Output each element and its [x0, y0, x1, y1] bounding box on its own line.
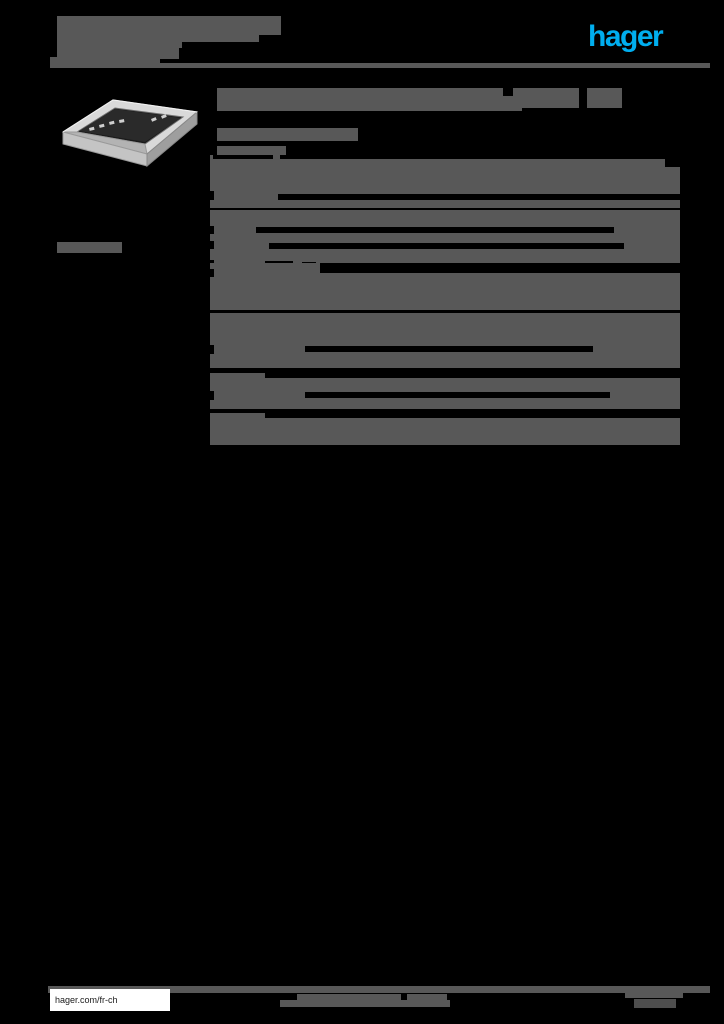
table-cell-gap	[210, 391, 214, 400]
table-row-redaction	[210, 373, 680, 409]
table-cell-gap	[210, 191, 214, 200]
footer-url-box[interactable]: hager.com/fr-ch	[50, 989, 170, 1011]
footer-url-link[interactable]: hager.com/fr-ch	[55, 995, 118, 1005]
table-row: [redacted][redacted]	[210, 413, 680, 445]
page-title-segment-a: [redacted]	[217, 88, 455, 108]
table-row: [redacted][redacted]	[210, 263, 680, 310]
hager-logo[interactable]: hager	[588, 20, 678, 53]
table-cell-gap	[665, 155, 680, 167]
table-cell-gap	[305, 392, 610, 398]
table-row-redaction	[210, 155, 680, 208]
table-row: [redacted][redacted]	[210, 373, 680, 409]
header-subtitle-line2: [redacted]	[57, 44, 179, 59]
table-row-value: [redacted]	[210, 263, 214, 264]
footer-page-number-sub: [redacted]	[634, 999, 676, 1008]
header-rule-accent	[50, 57, 160, 63]
table-cell-gap	[305, 346, 593, 352]
table-cell-gap	[320, 263, 680, 273]
section-subheading: [redacted]	[217, 128, 358, 141]
table-row-redaction	[210, 313, 680, 368]
hager-logo-wordmark: hager	[588, 20, 664, 53]
header-rule	[50, 63, 710, 68]
table-cell-gap	[210, 226, 214, 234]
product-frame-illustration	[61, 99, 199, 168]
table-row: [redacted][redacted]	[210, 313, 680, 368]
table-row-value: [redacted]	[210, 413, 214, 414]
table-cell-gap	[256, 227, 614, 233]
table-row-value: [redacted]	[210, 155, 214, 156]
page-title-segment-b: [redacted]	[400, 88, 503, 108]
footer-center-text-line1: [redacted]	[297, 994, 401, 1004]
table-row: [redacted] [redacted]	[210, 155, 680, 208]
table-cell-gap	[210, 345, 214, 354]
table-cell-gap	[265, 373, 680, 378]
footer-page-number: [redacted]	[625, 988, 683, 998]
table-row-value: [redacted]	[210, 373, 214, 374]
table-cell-gap	[210, 269, 214, 277]
table-row-value: [redacted]	[210, 210, 214, 211]
page-title-segment-c: [redacted]	[513, 88, 579, 108]
product-image	[55, 82, 205, 187]
footer-center-text-line2: [redacted]	[407, 994, 447, 1004]
section-subheading-secondary: [redacted]	[217, 146, 286, 155]
product-image-caption: [redacted]	[57, 242, 122, 253]
table-cell-gap	[280, 155, 680, 159]
table-cell-gap	[210, 241, 214, 249]
table-row-redaction	[210, 210, 680, 258]
table-row-value: [redacted]	[210, 258, 214, 259]
footer-rule	[48, 986, 710, 993]
table-cell-gap	[269, 243, 624, 249]
table-cell-gap	[213, 155, 273, 159]
table-row: [redacted] [redacted]	[210, 210, 680, 258]
table-row-redaction	[210, 413, 680, 445]
table-cell-gap	[278, 194, 680, 200]
table-cell-gap	[265, 413, 680, 418]
page-title-segment-d: [redacted]	[587, 88, 622, 108]
table-row-value: [redacted]	[210, 313, 214, 314]
